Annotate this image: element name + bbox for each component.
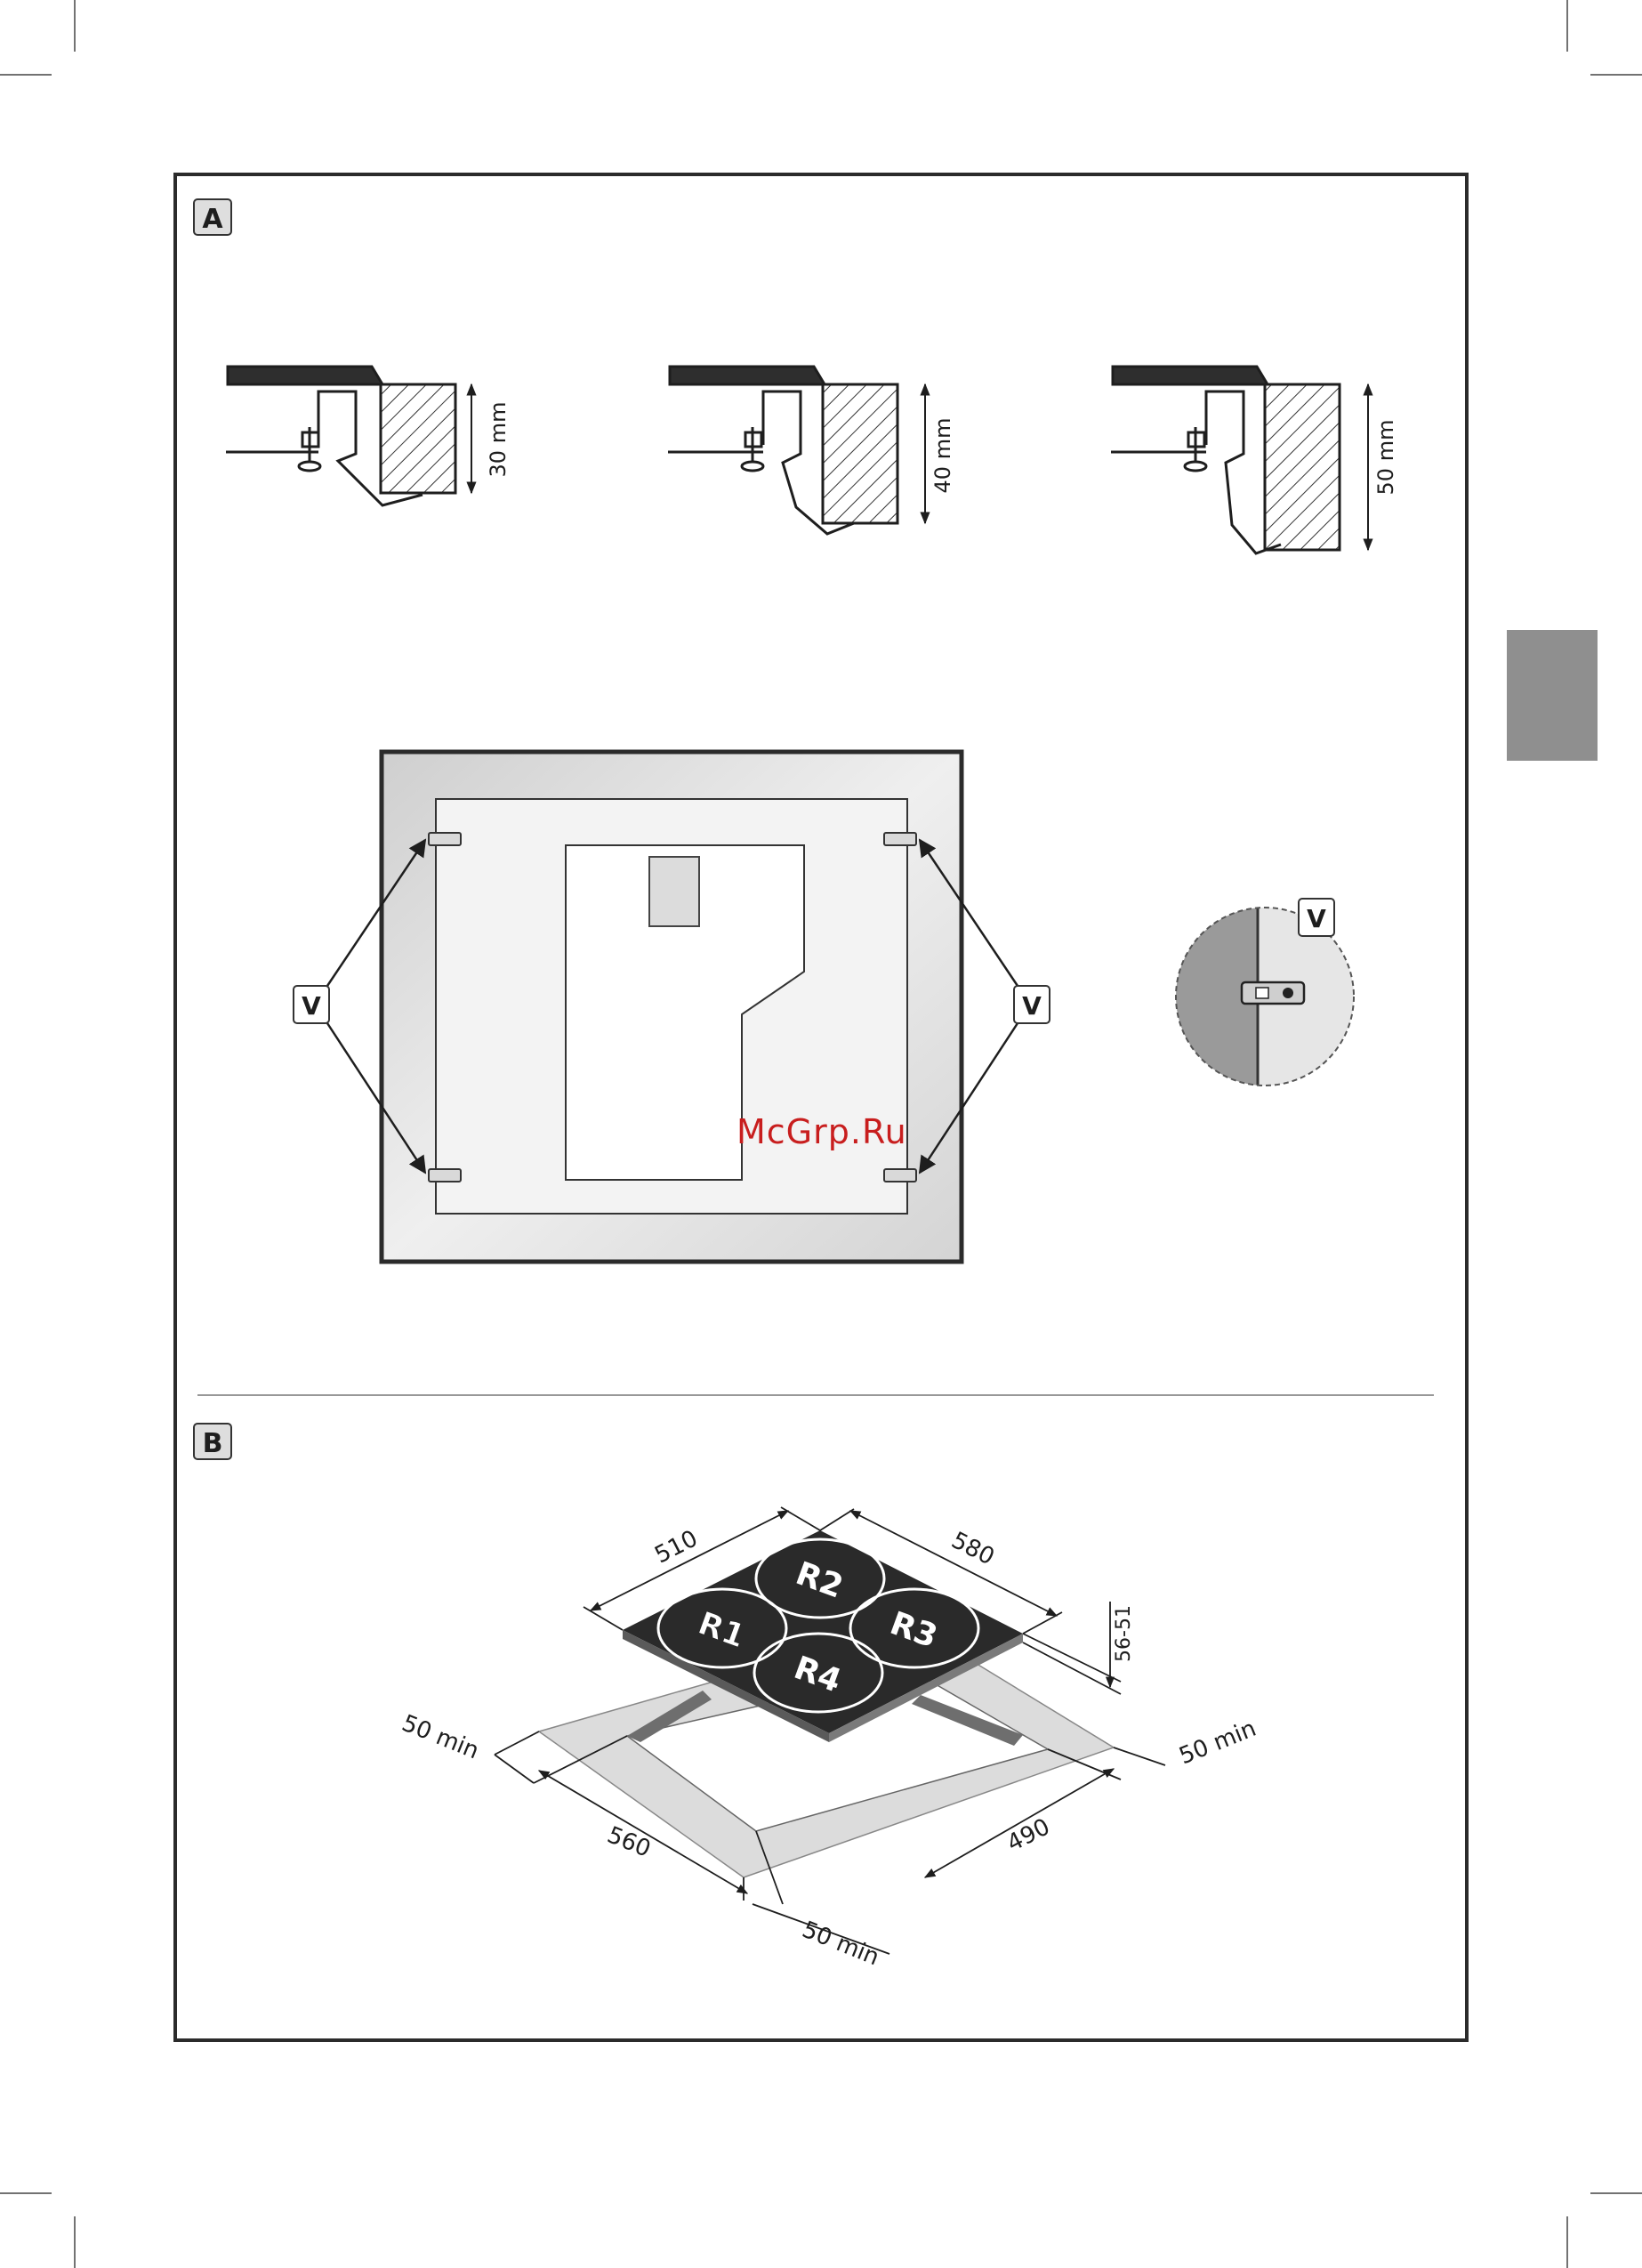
hob-underside-view: [327, 752, 1018, 1262]
bracket-label-detail: V: [1299, 899, 1334, 936]
svg-text:V: V: [302, 991, 321, 1021]
profile-dim-40: 40 mm: [930, 418, 955, 494]
svg-text:B: B: [203, 1428, 223, 1459]
svg-text:A: A: [202, 204, 223, 235]
cutout-front-clearance: 50 min: [798, 1917, 882, 1972]
bracket-label-left: V: [294, 986, 329, 1023]
worktop-profile-50mm: [1111, 367, 1368, 553]
bracket-label-right: V: [1014, 986, 1050, 1023]
cutout-depth-dim: 490: [1002, 1813, 1054, 1857]
profile-dim-50: 50 mm: [1373, 420, 1398, 496]
section-b-label: B: [194, 1424, 231, 1459]
side-tab: [1507, 630, 1598, 761]
hob-thickness-dim: 56-51: [1113, 1605, 1135, 1662]
hob-depth-dim: 510: [650, 1525, 702, 1569]
cutout-width-dim: 560: [603, 1821, 654, 1862]
worktop-profile-30mm: [226, 367, 471, 505]
control-module: [649, 857, 699, 926]
cutout-left-clearance: 50 min: [398, 1710, 482, 1765]
svg-text:V: V: [1307, 904, 1326, 933]
worktop-profile-40mm: [668, 367, 925, 534]
section-a-label: A: [194, 199, 231, 235]
profile-dim-30: 30 mm: [486, 402, 511, 478]
svg-text:V: V: [1022, 991, 1042, 1021]
cutout-right-clearance: 50 min: [1175, 1715, 1260, 1771]
watermark: McGrp.Ru: [736, 1112, 907, 1151]
